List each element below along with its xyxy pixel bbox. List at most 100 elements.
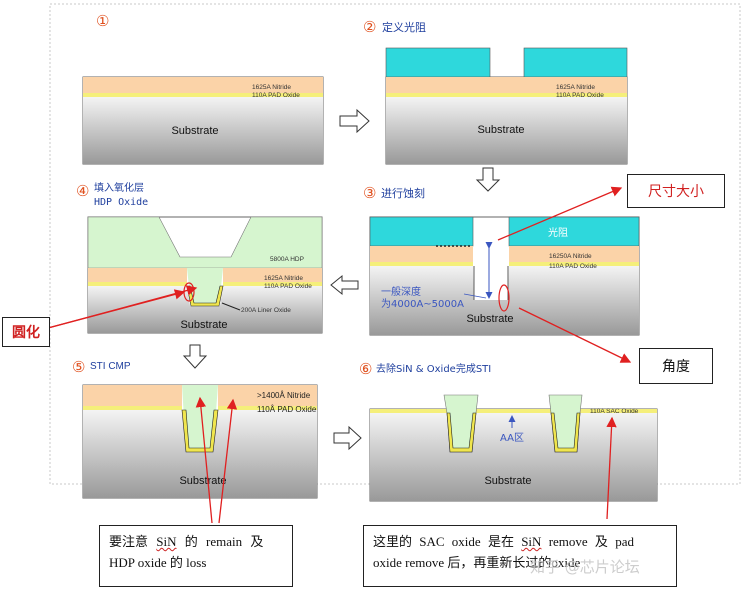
rounding-callout: 圆化	[2, 317, 50, 347]
step-3-number: ③	[363, 185, 376, 202]
note-text: remain	[206, 534, 243, 549]
step-1-panel: ① 1625A Nitride 110A PAD Oxide Substrate	[82, 13, 324, 165]
nitride-layer	[386, 77, 627, 93]
pad-oxide-layer	[83, 406, 182, 410]
watermark: 知乎 @芯片论坛	[530, 558, 640, 576]
nitride-label: 1625A Nitride	[252, 84, 291, 91]
size-annotation-arrow	[497, 186, 623, 241]
substrate-label: Substrate	[171, 125, 218, 137]
note-text: remove	[548, 534, 588, 549]
liner-oxide-label: 200A Liner Oxide	[241, 307, 291, 314]
angle-callout: 角度	[639, 348, 713, 384]
step-4-number: ④	[76, 183, 89, 200]
nitride-layer	[83, 385, 182, 406]
pad-oxide-layer	[386, 93, 627, 97]
nitride-thickness-label: >1400Å Nitride	[257, 391, 311, 400]
flow-arrow-right	[333, 425, 362, 451]
step-4-panel: ④ 填入氧化层 HDP Oxide 5800A HDP 1625A Nitrid…	[76, 181, 323, 334]
liner-oxide	[446, 412, 477, 453]
step-3-title: 进行蚀刻	[381, 186, 425, 200]
step-3-panel: ③ 进行蚀刻 光阻 16250A Nitride 110A PAD Oxide …	[363, 185, 640, 336]
remain-annotation-arrow	[218, 398, 238, 524]
substrate-label: Substrate	[180, 319, 227, 331]
pad-oxide-label: 110A PAD Oxide	[264, 283, 312, 290]
flow-arrow-right	[339, 108, 370, 134]
step-4-subtitle: HDP Oxide	[94, 197, 148, 208]
substrate-with-trench	[88, 286, 322, 333]
note-text: SiN	[156, 534, 177, 549]
substrate-label: Substrate	[466, 313, 513, 325]
sin-remain-note-line1: 要注意 SiN 的 remain 及	[109, 531, 283, 552]
sac-oxide-label: 110A SAC Oxide	[590, 408, 639, 415]
nitride-layer	[509, 246, 639, 262]
trench-oxide	[182, 385, 218, 452]
dotted-frame	[49, 3, 741, 485]
trench-oxide	[187, 268, 223, 306]
pad-oxide-layer	[88, 282, 187, 286]
nitride-layer	[370, 246, 473, 262]
note-text: 这里的	[373, 534, 413, 549]
step-1-number: ①	[96, 13, 109, 30]
nitride-layer	[218, 385, 317, 406]
sac-oxide-note: 这里的 SAC oxide 是在 SiN remove 及 pad oxide …	[363, 525, 677, 587]
substrate-label: Substrate	[484, 475, 531, 487]
sac-oxide-note-line1: 这里的 SAC oxide 是在 SiN remove 及 pad	[373, 531, 667, 552]
aa-region-label: AA区	[500, 432, 524, 444]
note-text: 的	[184, 534, 198, 549]
corner-angle-highlight	[498, 284, 510, 312]
note-text: 及	[250, 534, 264, 549]
step-6-title: 去除SiN & Oxide完成STI	[376, 362, 491, 375]
nitride-layer	[223, 268, 322, 282]
depth-label-line1: 一般深度	[381, 285, 421, 298]
pad-oxide-layer	[223, 282, 322, 286]
note-text: 是在	[487, 534, 514, 549]
remain-annotation-arrow	[195, 396, 213, 524]
step-2-panel: ② 定义光阻 1625A Nitride 110A PAD Oxide Subs…	[363, 19, 628, 165]
size-callout: 尺寸大小	[627, 174, 725, 208]
nitride-label: 16250A Nitride	[549, 253, 592, 260]
sin-remain-note: 要注意 SiN 的 remain 及 HDP oxide 的 loss	[99, 525, 293, 587]
photoresist-block-right	[523, 47, 628, 78]
pad-oxide-layer	[218, 406, 317, 410]
photoresist-block-left	[385, 47, 491, 78]
step-5-panel: ⑤ STI CMP >1400Å Nitride 110Å PAD Oxide …	[72, 359, 318, 499]
sac-oxide-layer	[370, 409, 657, 413]
nitride-layer	[88, 268, 187, 282]
sac-oxide-note-line2: oxide remove 后，再重新长过的oxide	[373, 555, 581, 570]
substrate-with-trench	[370, 266, 639, 335]
flow-arrow-down	[475, 167, 501, 192]
pad-oxide-layer	[83, 93, 323, 97]
pad-oxide-label: 110A PAD Oxide	[556, 92, 604, 99]
step-6-panel: ⑥ 去除SiN & Oxide完成STI 110A SAC Oxide AA区 …	[359, 361, 658, 502]
flow-arrow-down	[182, 344, 208, 369]
substrate-label: Substrate	[179, 475, 226, 487]
liner-oxide	[181, 409, 219, 453]
note-text: 及	[594, 534, 608, 549]
rounding-annotation-arrow	[47, 285, 198, 329]
step-6-number: ⑥	[359, 361, 372, 378]
sac-annotation-arrow	[606, 416, 617, 520]
note-text: pad	[615, 534, 634, 549]
note-text: SiN	[521, 534, 542, 549]
note-text: 要注意	[109, 534, 149, 549]
photoresist-label: 光阻	[548, 226, 568, 239]
substrate-with-trenches	[370, 413, 657, 501]
nitride-label: 1625A Nitride	[556, 84, 595, 91]
substrate-label: Substrate	[477, 124, 524, 136]
nitride-label: 1625A Nitride	[264, 275, 303, 282]
annotation-arrows	[47, 186, 632, 524]
step-2-title: 定义光阻	[382, 20, 426, 34]
note-text: SAC oxide	[419, 534, 481, 549]
step-2-number: ②	[363, 19, 376, 36]
liner-leader-line	[221, 302, 241, 311]
pad-oxide-layer	[509, 262, 639, 266]
photoresist-block-right	[508, 216, 640, 247]
depth-label-line2: 为4000A~5000A	[381, 298, 464, 310]
substrate-block	[83, 97, 323, 164]
depth-leader-line	[463, 293, 487, 299]
pad-oxide-label: 110A PAD Oxide	[549, 263, 597, 270]
pad-oxide-label: 110A PAD Oxide	[252, 92, 300, 99]
angle-annotation-arrow	[518, 307, 632, 363]
photoresist-block-left	[369, 216, 474, 247]
sin-remain-note-line2: HDP oxide 的 loss	[109, 555, 207, 570]
